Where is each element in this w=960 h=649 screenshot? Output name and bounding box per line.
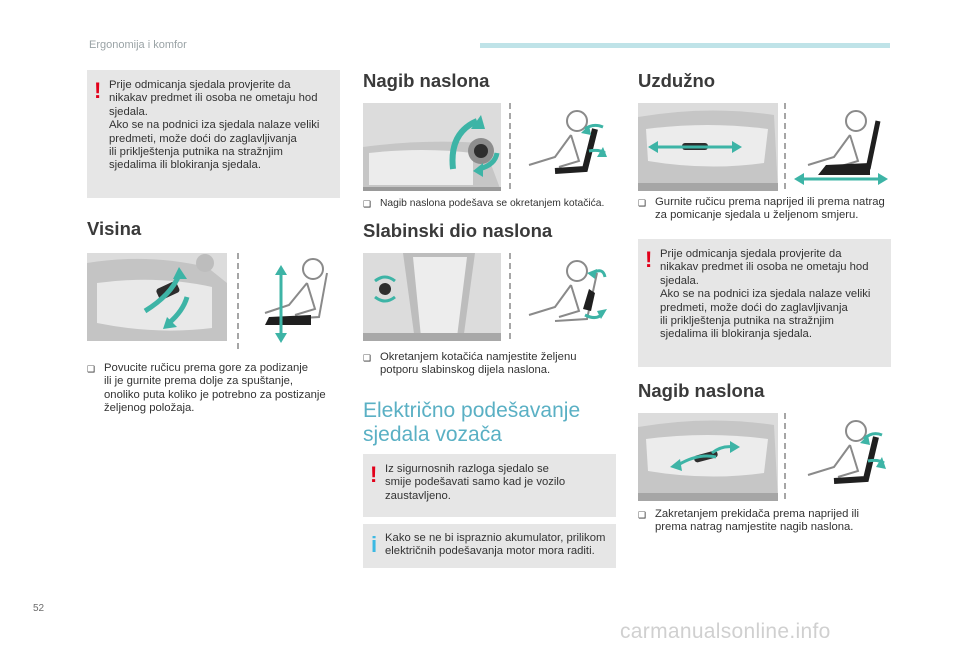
backrest-switch-illustration bbox=[638, 413, 778, 501]
warning-box-seat-movement-2: ! Prije odmicanja sjedala provjerite da … bbox=[638, 239, 891, 367]
checkbox-bullet-icon: ❑ bbox=[363, 199, 372, 209]
lumbar-knob-illustration bbox=[363, 253, 501, 341]
watermark: carmanualsonline.info bbox=[620, 620, 831, 643]
warning-text: Prije odmicanja sjedala provjerite da ni… bbox=[660, 248, 871, 341]
divider-line bbox=[509, 253, 511, 343]
slabinski-instruction: ❑ Okretanjem kotačića namjestite željenu… bbox=[363, 351, 577, 377]
nagib-electric-instruction: ❑ Zakretanjem prekidača prema naprijed i… bbox=[638, 508, 860, 534]
divider-line bbox=[784, 413, 786, 503]
longitudinal-pictogram bbox=[792, 103, 890, 193]
section-title-electric-adjustment: Električno podešavanje sjedala vozača bbox=[363, 399, 581, 446]
header-accent-bar bbox=[480, 43, 890, 48]
warning-text: Prije odmicanja sjedala provjerite da ni… bbox=[109, 79, 320, 172]
warning-icon: ! bbox=[370, 462, 378, 487]
info-text: Kako se ne bi ispraznio akumulator, pril… bbox=[385, 532, 606, 558]
nagib-instruction: ❑ Nagib naslona podešava se okretanjem k… bbox=[363, 197, 623, 210]
longitudinal-switch-illustration bbox=[638, 103, 778, 191]
section-title-slabinski: Slabinski dio naslona bbox=[363, 220, 553, 241]
section-title-nagib-naslona-electric: Nagib naslona bbox=[638, 380, 765, 401]
checkbox-bullet-icon: ❑ bbox=[363, 353, 372, 363]
warning-icon: ! bbox=[94, 78, 102, 103]
chapter-title: Ergonomija i komfor bbox=[89, 39, 187, 51]
backrest-tilt-pictogram-electric bbox=[792, 413, 890, 503]
lumbar-pictogram bbox=[515, 253, 610, 343]
page-number: 52 bbox=[33, 603, 45, 614]
checkbox-bullet-icon: ❑ bbox=[87, 364, 96, 374]
checkbox-bullet-icon: ❑ bbox=[638, 198, 647, 208]
divider-line bbox=[784, 103, 786, 193]
warning-icon: ! bbox=[645, 247, 653, 272]
checkbox-bullet-icon: ❑ bbox=[638, 510, 647, 520]
seat-height-pictogram bbox=[245, 253, 340, 343]
warning-box-seat-movement: ! Prije odmicanja sjedala provjerite da … bbox=[87, 70, 340, 198]
section-title-visina: Visina bbox=[87, 218, 142, 239]
warning-text: Iz sigurnosnih razloga sjedalo se smije … bbox=[385, 463, 566, 502]
visina-instruction: ❑ Povucite ručicu prema gore za podizanj… bbox=[87, 362, 326, 415]
divider-line bbox=[509, 103, 511, 193]
info-box-battery: i Kako se ne bi ispraznio akumulator, pr… bbox=[363, 524, 616, 568]
section-title-uzduzno: Uzdužno bbox=[638, 70, 716, 91]
section-title-nagib-naslona: Nagib naslona bbox=[363, 70, 490, 91]
backrest-knob-illustration bbox=[363, 103, 501, 191]
uzduzno-instruction: ❑ Gurnite ručicu prema naprijed ili prem… bbox=[638, 196, 885, 222]
info-icon: i bbox=[371, 532, 378, 557]
warning-box-vehicle-stopped: ! Iz sigurnosnih razloga sjedalo se smij… bbox=[363, 454, 616, 517]
seat-height-lever-illustration bbox=[87, 253, 227, 341]
backrest-tilt-pictogram bbox=[515, 103, 610, 193]
divider-line bbox=[237, 253, 239, 351]
